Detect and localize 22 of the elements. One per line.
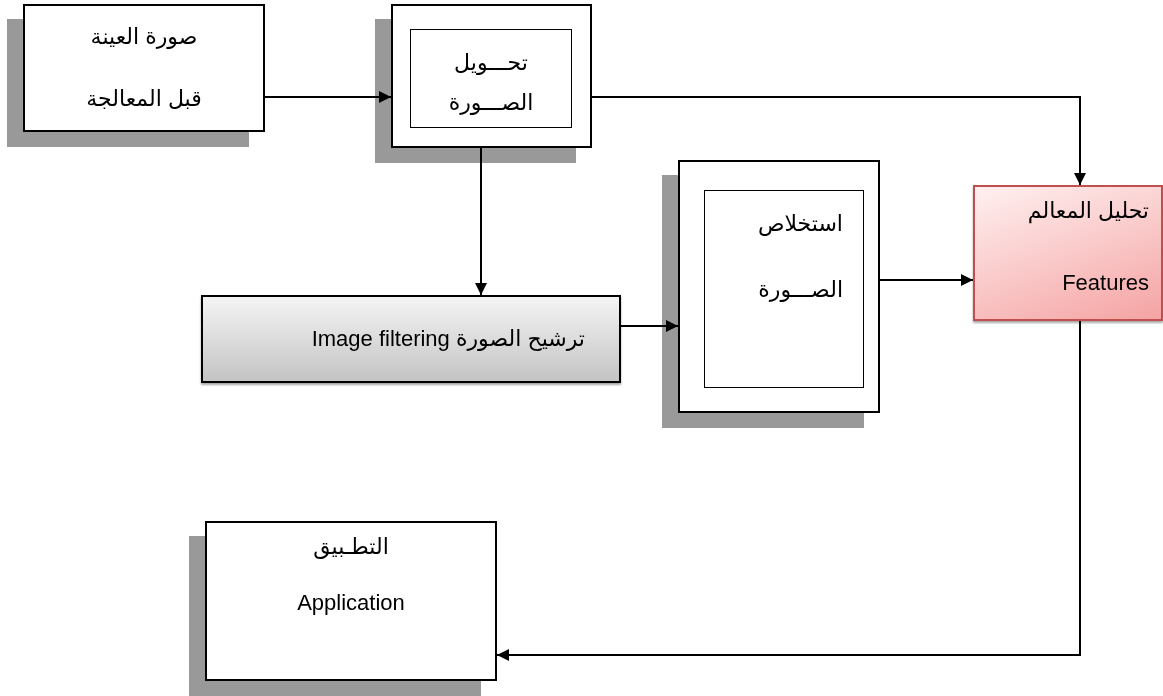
- process-box: [410, 29, 572, 128]
- box-label: التطـبيق: [312, 533, 390, 561]
- outer-frame: [391, 4, 592, 148]
- arrow: [591, 96, 1086, 186]
- box-label: صورة العينة قبل المعالجة: [85, 23, 203, 113]
- arrow: [879, 274, 974, 286]
- box-label: Application: [296, 589, 406, 617]
- box-label: Features: [1061, 269, 1149, 297]
- arrow: [475, 147, 487, 296]
- box-label: تحليل المعالم: [1026, 197, 1149, 226]
- box-label: تحـــويل الصـــورة: [447, 49, 535, 117]
- process-box: [201, 295, 621, 383]
- process-box: [704, 190, 864, 388]
- outer-frame: [678, 160, 880, 413]
- process-box: [23, 4, 265, 132]
- arrow: [496, 320, 1081, 661]
- process-box: [973, 185, 1163, 321]
- box-label: ترشيح الصورة Image filtering: [311, 325, 585, 353]
- box-label: استخلاص الصـــورة: [756, 210, 843, 304]
- process-box: [205, 521, 497, 681]
- arrow: [620, 320, 679, 332]
- arrow: [264, 91, 392, 103]
